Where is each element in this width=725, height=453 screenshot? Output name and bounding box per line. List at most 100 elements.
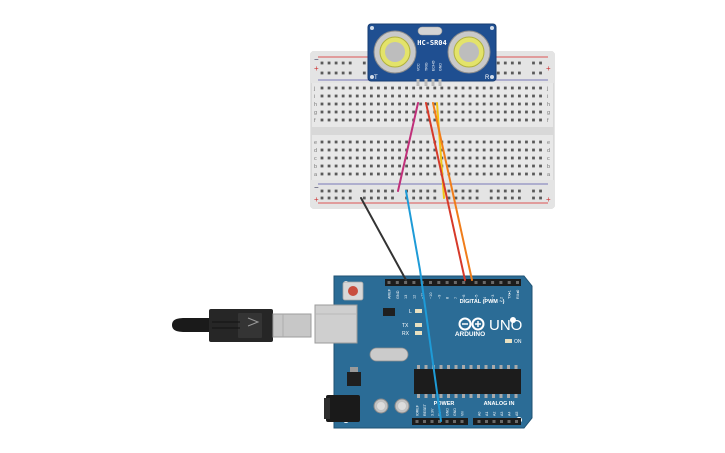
breadboard-hole[interactable] <box>447 196 451 200</box>
breadboard-hole[interactable] <box>503 61 507 65</box>
breadboard-hole[interactable] <box>461 110 465 114</box>
breadboard-hole[interactable] <box>433 86 437 90</box>
breadboard-hole[interactable] <box>398 172 401 176</box>
breadboard-hole[interactable] <box>327 140 331 144</box>
breadboard-hole[interactable] <box>496 148 500 152</box>
digital-pin[interactable] <box>445 281 449 284</box>
breadboard-hole[interactable] <box>532 86 535 90</box>
breadboard-hole[interactable] <box>426 156 430 160</box>
breadboard-hole[interactable] <box>391 196 394 200</box>
breadboard-hole[interactable] <box>334 118 338 122</box>
breadboard-hole[interactable] <box>377 189 380 193</box>
breadboard-hole[interactable] <box>320 148 324 152</box>
breadboard-hole[interactable] <box>496 71 500 75</box>
power-pin[interactable] <box>423 420 426 423</box>
breadboard-hole[interactable] <box>334 140 338 144</box>
breadboard-hole[interactable] <box>454 140 458 144</box>
breadboard-hole[interactable] <box>398 118 401 122</box>
breadboard-hole[interactable] <box>539 94 542 98</box>
breadboard-hole[interactable] <box>334 110 338 114</box>
breadboard-hole[interactable] <box>362 110 366 114</box>
breadboard-hole[interactable] <box>334 148 338 152</box>
breadboard-hole[interactable] <box>320 110 324 114</box>
breadboard-hole[interactable] <box>433 172 437 176</box>
breadboard-hole[interactable] <box>419 102 423 106</box>
breadboard-hole[interactable] <box>327 102 331 106</box>
breadboard-hole[interactable] <box>489 189 493 193</box>
breadboard-hole[interactable] <box>334 189 338 193</box>
breadboard-hole[interactable] <box>341 172 345 176</box>
breadboard-hole[interactable] <box>320 118 324 122</box>
breadboard-hole[interactable] <box>426 94 430 98</box>
digital-pin[interactable] <box>474 281 478 284</box>
breadboard-hole[interactable] <box>496 164 500 168</box>
breadboard-hole[interactable] <box>489 164 493 168</box>
breadboard-hole[interactable] <box>348 61 352 65</box>
breadboard-hole[interactable] <box>461 189 465 193</box>
breadboard-hole[interactable] <box>489 172 493 176</box>
breadboard-hole[interactable] <box>461 148 465 152</box>
breadboard-hole[interactable] <box>518 102 521 106</box>
breadboard-hole[interactable] <box>503 118 507 122</box>
breadboard-hole[interactable] <box>539 61 542 65</box>
breadboard-hole[interactable] <box>327 61 331 65</box>
breadboard-hole[interactable] <box>412 110 416 114</box>
breadboard-hole[interactable] <box>405 172 408 176</box>
breadboard-hole[interactable] <box>355 140 359 144</box>
breadboard-hole[interactable] <box>532 172 535 176</box>
breadboard-hole[interactable] <box>426 86 430 90</box>
breadboard-hole[interactable] <box>532 71 535 75</box>
breadboard-hole[interactable] <box>532 61 535 65</box>
digital-pin[interactable] <box>387 281 391 284</box>
breadboard-hole[interactable] <box>461 164 465 168</box>
breadboard-hole[interactable] <box>320 172 324 176</box>
breadboard-hole[interactable] <box>518 156 521 160</box>
breadboard-hole[interactable] <box>419 118 423 122</box>
breadboard-hole[interactable] <box>496 110 500 114</box>
breadboard-hole[interactable] <box>482 118 486 122</box>
breadboard-hole[interactable] <box>341 110 345 114</box>
breadboard-hole[interactable] <box>334 164 338 168</box>
breadboard-hole[interactable] <box>440 118 444 122</box>
breadboard-hole[interactable] <box>362 172 366 176</box>
breadboard-hole[interactable] <box>320 94 324 98</box>
breadboard-hole[interactable] <box>503 102 507 106</box>
analog-pin[interactable] <box>515 420 518 423</box>
breadboard-hole[interactable] <box>454 94 458 98</box>
breadboard-hole[interactable] <box>362 148 366 152</box>
breadboard-hole[interactable] <box>362 61 366 65</box>
breadboard-hole[interactable] <box>518 71 521 75</box>
breadboard-hole[interactable] <box>539 148 542 152</box>
breadboard-hole[interactable] <box>377 196 380 200</box>
breadboard-hole[interactable] <box>384 164 387 168</box>
breadboard-hole[interactable] <box>496 94 500 98</box>
breadboard-hole[interactable] <box>454 110 458 114</box>
digital-pin[interactable] <box>499 281 503 284</box>
breadboard-hole[interactable] <box>419 172 423 176</box>
breadboard-hole[interactable] <box>503 156 507 160</box>
breadboard-hole[interactable] <box>384 172 387 176</box>
breadboard-hole[interactable] <box>419 196 423 200</box>
breadboard-hole[interactable] <box>327 156 331 160</box>
breadboard-hole[interactable] <box>341 94 345 98</box>
breadboard-hole[interactable] <box>525 164 528 168</box>
breadboard-hole[interactable] <box>475 196 479 200</box>
breadboard-hole[interactable] <box>433 196 437 200</box>
breadboard-hole[interactable] <box>532 148 535 152</box>
breadboard-hole[interactable] <box>496 196 500 200</box>
breadboard-hole[interactable] <box>377 164 380 168</box>
digital-pin[interactable] <box>429 281 432 284</box>
breadboard-hole[interactable] <box>398 156 401 160</box>
breadboard-hole[interactable] <box>461 94 465 98</box>
breadboard-hole[interactable] <box>348 71 352 75</box>
breadboard-hole[interactable] <box>419 110 423 114</box>
breadboard-hole[interactable] <box>377 102 380 106</box>
breadboard-hole[interactable] <box>320 102 324 106</box>
breadboard-hole[interactable] <box>510 118 514 122</box>
breadboard-hole[interactable] <box>369 94 373 98</box>
breadboard-hole[interactable] <box>412 156 416 160</box>
breadboard-hole[interactable] <box>475 94 479 98</box>
breadboard-hole[interactable] <box>320 61 324 65</box>
